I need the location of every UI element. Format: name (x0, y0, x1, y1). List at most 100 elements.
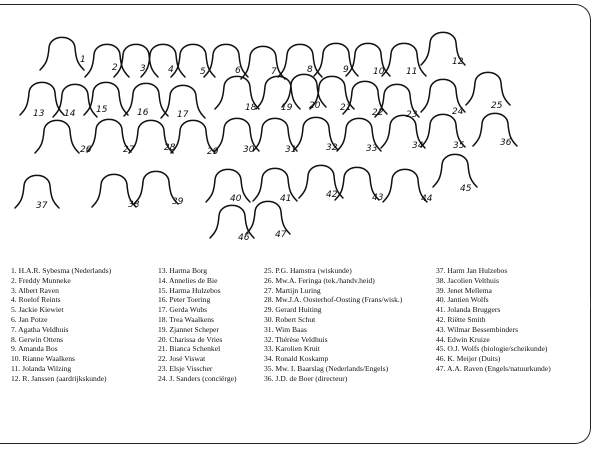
head-number-label: 29 (207, 147, 219, 157)
head-outline (277, 43, 323, 78)
legend-entry: 39. Jenet Mellema (436, 285, 492, 295)
legend-entry: 15. Harma Hulzebos (158, 285, 221, 295)
head-number-label: 1 (80, 55, 86, 65)
head-number-label: 40 (230, 194, 242, 204)
head-number-label: 31 (285, 145, 296, 155)
head-outline (128, 119, 174, 154)
head-number-label: 6 (235, 66, 241, 76)
legend-entry: 2. Freddy Munneke (11, 275, 71, 285)
head-outline (432, 153, 478, 188)
head-outline (252, 117, 298, 152)
head-number-label: 44 (421, 194, 433, 204)
legend-entry: 28. Mw.J.A. Oosterhof-Oosting (Frans/wis… (264, 295, 403, 305)
head-outline (123, 82, 169, 117)
legend-entry: 3. Albert Raven (11, 285, 59, 295)
head-number-label: 45 (460, 184, 472, 194)
head-outline (380, 114, 426, 149)
legend-entry: 33. Karolien Kruit (264, 344, 320, 354)
head-number-label: 26 (80, 145, 92, 155)
head-number-label: 30 (243, 145, 255, 155)
legend-entry: 47. A.A. Raven (Engels/natuurkunde) (436, 363, 551, 373)
head-outline (214, 75, 260, 110)
head-number-label: 35 (453, 141, 465, 151)
head-number-label: 41 (280, 194, 291, 204)
head-number-label: 9 (343, 65, 349, 75)
legend-entry: 8. Gerwin Ottens (11, 334, 64, 344)
head-outline (345, 42, 391, 77)
legend-entry: 6. Jan Potze (11, 314, 48, 324)
head-outline (140, 43, 186, 78)
head-number-label: 28 (164, 143, 176, 153)
head-number-label: 32 (326, 143, 338, 153)
head-outline (382, 168, 428, 203)
photo-page-border (0, 4, 591, 444)
legend-entry: 29. Gerard Huiting (264, 305, 322, 315)
legend-entry: 12. R. Janssen (aardrijkskunde) (11, 373, 107, 383)
legend-entry: 1. H.A.R. Sybesma (Nederlands) (11, 266, 112, 275)
legend-entry: 9. Amanda Bos (11, 344, 58, 354)
head-number-label: 19 (281, 103, 293, 113)
head-outline (281, 73, 327, 108)
head-outline (91, 173, 137, 208)
legend-entry: 19. Zjannet Scheper (158, 324, 219, 334)
head-number-label: 4 (168, 65, 174, 75)
legend-entry: 10. Rianne Waalkens (11, 354, 75, 364)
head-outline (472, 112, 518, 147)
legend-entry: 36. J.D. de Boer (directeur) (264, 373, 348, 383)
legend-entry: 25. P.G. Hamstra (wiskunde) (264, 266, 352, 275)
head-outline (214, 117, 260, 152)
head-outline (203, 43, 249, 78)
head-outline (374, 83, 420, 118)
head-number-label: 14 (64, 109, 76, 119)
head-outline (336, 117, 382, 152)
legend-entry: 40. Jantien Wolfs (436, 295, 489, 305)
head-outline (420, 113, 466, 148)
legend-entry: 16. Peter Toering (158, 295, 211, 305)
legend-entry: 14. Annelies de Bie (158, 275, 218, 285)
head-outline (240, 45, 286, 80)
head-number-label: 20 (309, 101, 321, 111)
legend-entry: 44. Edwin Kruize (436, 334, 490, 344)
legend-entry: 32. Thérèse Veldhuis (264, 334, 328, 344)
head-number-label: 3 (140, 64, 146, 74)
head-number-label: 43 (372, 193, 384, 203)
head-outline (342, 80, 388, 115)
head-number-label: 38 (128, 200, 140, 210)
head-number-label: 42 (326, 190, 338, 200)
head-outline (420, 78, 466, 113)
head-number-label: 13 (33, 109, 45, 119)
head-number-label: 37 (36, 201, 48, 211)
head-number-label: 12 (452, 57, 464, 67)
legend-entry: 46. K. Meijer (Duits) (436, 354, 501, 364)
head-outline (14, 174, 60, 209)
head-number-label: 23 (406, 110, 418, 120)
legend-entry: 24. J. Sanders (conciërge) (158, 373, 237, 383)
legend-entry: 5. Jackie Kiewiet (11, 305, 64, 315)
head-outline (313, 42, 359, 77)
head-number-label: 8 (307, 65, 313, 75)
head-outline (84, 43, 130, 78)
head-outline (19, 81, 65, 116)
legend-entry: 26. Mw.A. Feringa (tek./handv.heid) (264, 275, 375, 285)
head-number-label: 18 (245, 103, 257, 113)
head-number-label: 2 (112, 63, 118, 73)
legend-entry: 4. Roelof Reints (11, 295, 61, 305)
legend-entry: 23. Elsje Visscher (158, 363, 213, 373)
legend-column-1: 1. H.A.R. Sybesma (Nederlands)2. Freddy … (11, 266, 111, 384)
name-legend: 1. H.A.R. Sybesma (Nederlands)2. Freddy … (11, 266, 571, 416)
legend-entry: 42. Riëtte Smith (436, 314, 486, 324)
legend-entry: 35. Mw. I. Baarslag (Nederlands/Engels) (264, 363, 389, 373)
legend-entry: 20. Charissa de Vries (158, 334, 223, 344)
legend-entry: 38. Jacolien Velthuis (436, 275, 499, 285)
head-number-label: 10 (373, 67, 385, 77)
legend-entry: 7. Agatha Veldhuis (11, 324, 69, 334)
legend-entry: 21. Bianca Schenkel (158, 344, 221, 354)
legend-entry: 45. O.J. Wolfs (biologie/scheikunde) (436, 344, 548, 354)
head-outline (420, 31, 466, 66)
side-note-text: ...... (589, 300, 594, 308)
head-number-label: 5 (200, 67, 206, 77)
head-number-label: 36 (500, 138, 512, 148)
head-outline (86, 118, 132, 153)
